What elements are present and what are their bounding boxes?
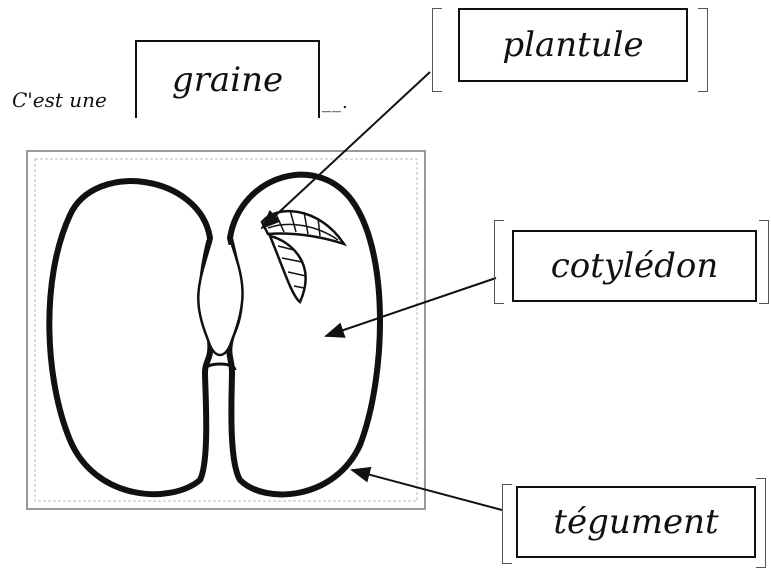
left-cotyledon xyxy=(49,181,210,494)
bracket-left-cotyledon xyxy=(494,220,504,304)
bracket-right-plantule xyxy=(698,8,708,92)
bracket-right-tegument xyxy=(756,478,766,568)
answer-plantule: plantule xyxy=(502,25,643,65)
answer-box-graine[interactable]: graine xyxy=(135,40,320,118)
answer-box-plantule[interactable]: plantule xyxy=(458,8,688,82)
intro-text: C'est une xyxy=(12,88,107,112)
answer-graine: graine xyxy=(172,60,283,100)
bracket-left-plantule xyxy=(432,8,442,92)
bracket-right-cotyledon xyxy=(759,220,769,304)
answer-tegument: tégument xyxy=(553,502,718,542)
answer-box-tegument[interactable]: tégument xyxy=(516,486,756,558)
answer-box-cotyledon[interactable]: cotylédon xyxy=(512,230,757,302)
arrow-tegument xyxy=(352,470,502,510)
bracket-left-tegument xyxy=(502,484,512,564)
intro-suffix: __. xyxy=(322,92,349,113)
answer-cotyledon: cotylédon xyxy=(551,246,719,286)
